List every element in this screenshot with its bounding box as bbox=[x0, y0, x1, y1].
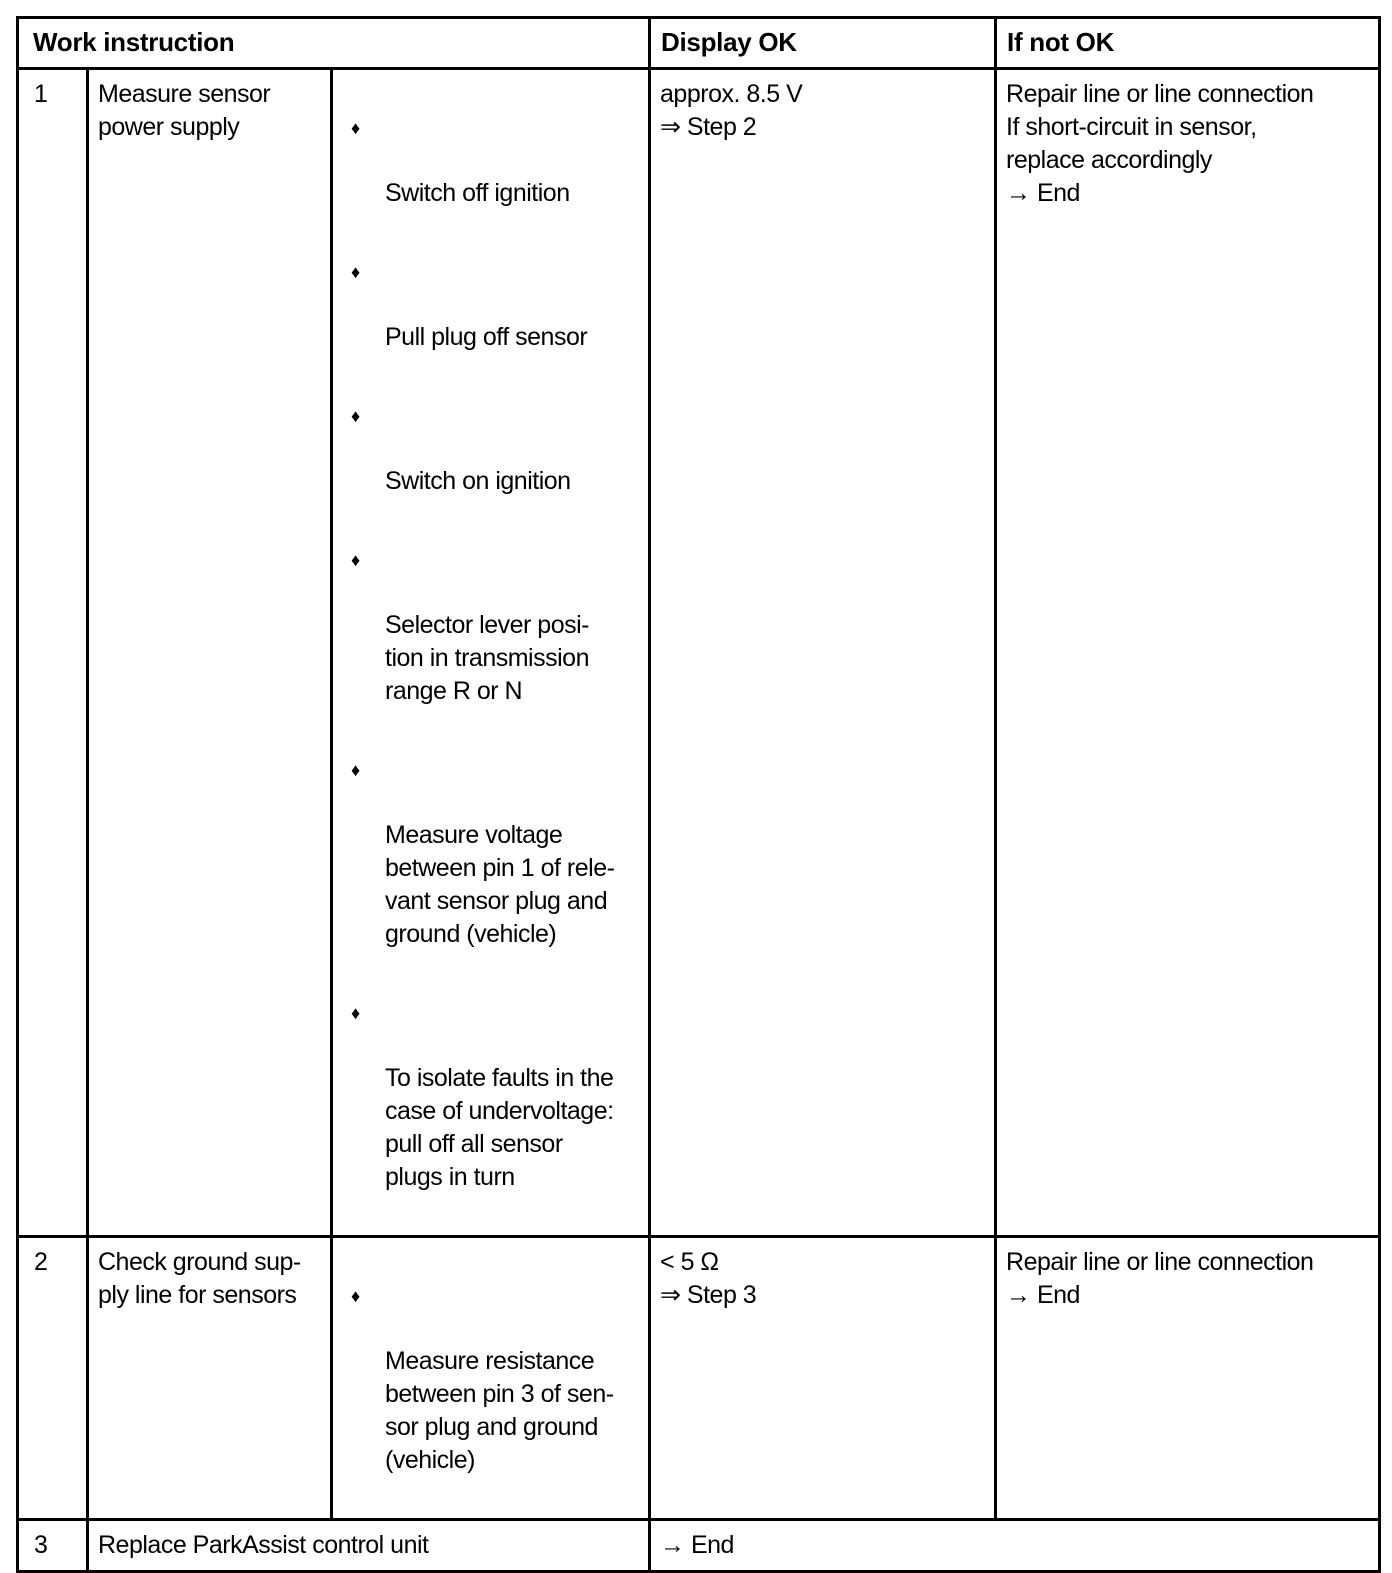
substep-text: Switch on ignition bbox=[385, 467, 571, 495]
display-ok-cell: < 5 Ω ⇒ Step 3 bbox=[648, 1235, 998, 1521]
substeps-cell: ♦ Measure resistance between pin 3 of se… bbox=[329, 1235, 652, 1521]
table-row-step-1: 1 Measure sensor power supply ♦ Switch o… bbox=[16, 67, 1382, 1238]
diamond-bullet-icon: ♦ bbox=[351, 550, 361, 570]
diamond-bullet-icon: ♦ bbox=[351, 1003, 361, 1023]
substep-text: Selector lever posi- tion in transmissio… bbox=[385, 611, 589, 705]
if-not-ok-cell: Repair line or line connection → End bbox=[994, 1235, 1382, 1521]
table-header-row: Work instruction Display OK If not OK bbox=[15, 16, 1382, 70]
diamond-bullet-icon: ♦ bbox=[351, 262, 361, 282]
task-description: Replace ParkAssist control unit bbox=[85, 1518, 652, 1573]
result-cell: → End bbox=[648, 1518, 1382, 1573]
display-ok-cell: approx. 8.5 V ⇒ Step 2 bbox=[648, 67, 998, 1238]
task-description: Measure sensor power supply bbox=[86, 67, 333, 1238]
step-number: 1 bbox=[16, 67, 89, 1238]
task-description: Check ground sup- ply line for sensors bbox=[86, 1235, 333, 1521]
diamond-bullet-icon: ♦ bbox=[351, 118, 361, 138]
substeps-cell: ♦ Switch off ignition ♦ Pull plug off se… bbox=[329, 67, 652, 1238]
substep-text: To isolate faults in the case of undervo… bbox=[385, 1064, 614, 1191]
diamond-bullet-icon: ♦ bbox=[351, 406, 361, 426]
table-row-step-3: 3 Replace ParkAssist control unit → End bbox=[16, 1518, 1382, 1573]
column-header-work-instruction: Work instruction bbox=[15, 16, 652, 70]
substep-text: Switch off ignition bbox=[385, 179, 570, 207]
if-not-ok-cell: Repair line or line connection If short-… bbox=[994, 67, 1382, 1238]
table-row-step-2: 2 Check ground sup- ply line for sensors… bbox=[16, 1235, 1382, 1521]
substep-item: ♦ Measure voltage between pin 1 of rele-… bbox=[335, 753, 645, 951]
substep-item: ♦ Pull plug off sensor bbox=[335, 255, 645, 354]
substep-item: ♦ Measure resistance between pin 3 of se… bbox=[335, 1279, 645, 1477]
substep-text: Measure resistance between pin 3 of sen-… bbox=[385, 1347, 614, 1474]
diamond-bullet-icon: ♦ bbox=[351, 760, 361, 780]
diagnostic-procedure-table: Work instruction Display OK If not OK 1 … bbox=[15, 16, 1382, 1573]
substep-item: ♦ Switch off ignition bbox=[335, 111, 645, 210]
column-header-display-ok: Display OK bbox=[648, 16, 998, 70]
step-number: 3 bbox=[16, 1518, 89, 1573]
substep-item: ♦ To isolate faults in the case of under… bbox=[335, 996, 645, 1194]
substep-item: ♦ Switch on ignition bbox=[335, 399, 645, 498]
substep-text: Measure voltage between pin 1 of rele- v… bbox=[385, 821, 615, 948]
step-number: 2 bbox=[16, 1235, 89, 1521]
diamond-bullet-icon: ♦ bbox=[351, 1286, 361, 1306]
substep-item: ♦ Selector lever posi- tion in transmiss… bbox=[335, 543, 645, 708]
substep-text: Pull plug off sensor bbox=[385, 323, 588, 351]
column-header-if-not-ok: If not OK bbox=[994, 16, 1382, 70]
